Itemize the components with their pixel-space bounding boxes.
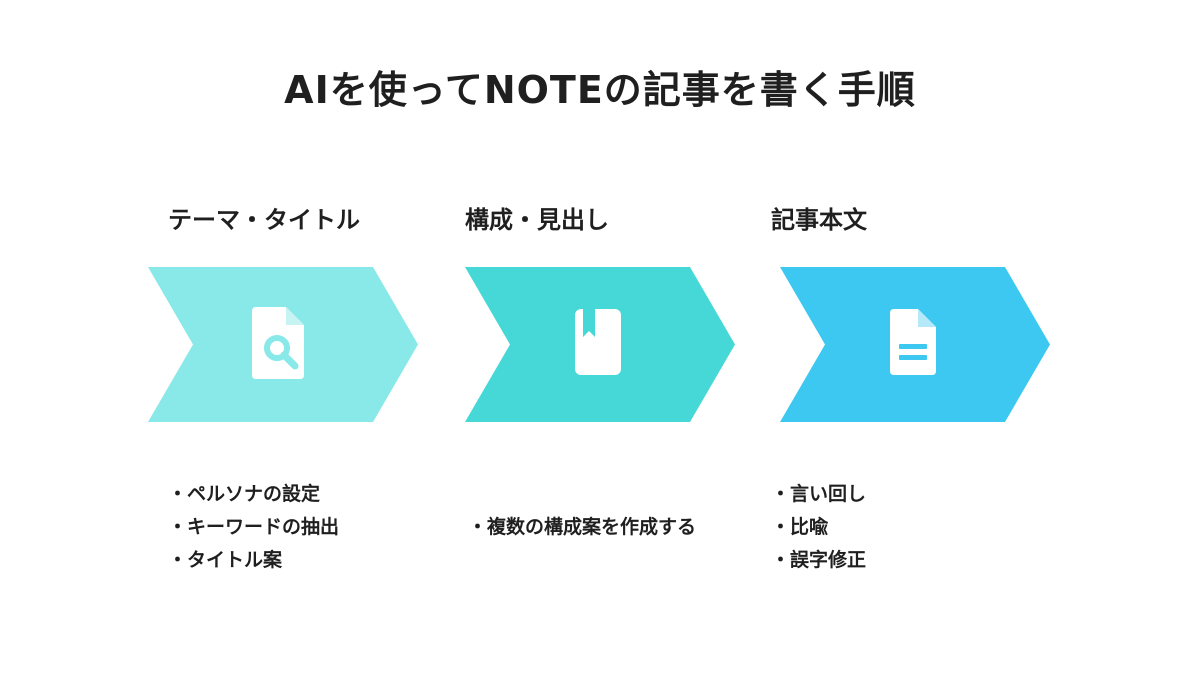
list-item: ・比喩 [771, 516, 829, 538]
chevron-step-3 [780, 267, 1050, 422]
chevron-step-2 [465, 267, 735, 422]
step-3-bullet-list: ・言い回し ・比喩 ・誤字修正 [771, 478, 866, 577]
list-item: ・キーワードの抽出 [168, 516, 340, 538]
step-1-bullet-list: ・ペルソナの設定 ・キーワードの抽出 ・タイトル案 [168, 478, 339, 577]
document-search-icon [252, 307, 304, 379]
list-item: ・ペルソナの設定 [168, 483, 321, 505]
diagram-title: AIを使ってNOTEの記事を書く手順 [284, 68, 916, 112]
list-item: ・複数の構成案を作成する [468, 516, 697, 538]
step-heading-article-body: 記事本文 [771, 206, 867, 234]
list-item: ・言い回し [771, 483, 867, 505]
text-document-icon [890, 309, 936, 375]
bookmark-book-icon [575, 309, 621, 375]
list-item: ・タイトル案 [168, 549, 283, 571]
chevron-step-1 [148, 267, 418, 422]
step-heading-theme-title: テーマ・タイトル [168, 206, 360, 234]
step-heading-structure: 構成・見出し [465, 206, 609, 234]
list-item: ・誤字修正 [771, 549, 867, 571]
step-2-bullet-list: ・複数の構成案を作成する [468, 511, 696, 544]
